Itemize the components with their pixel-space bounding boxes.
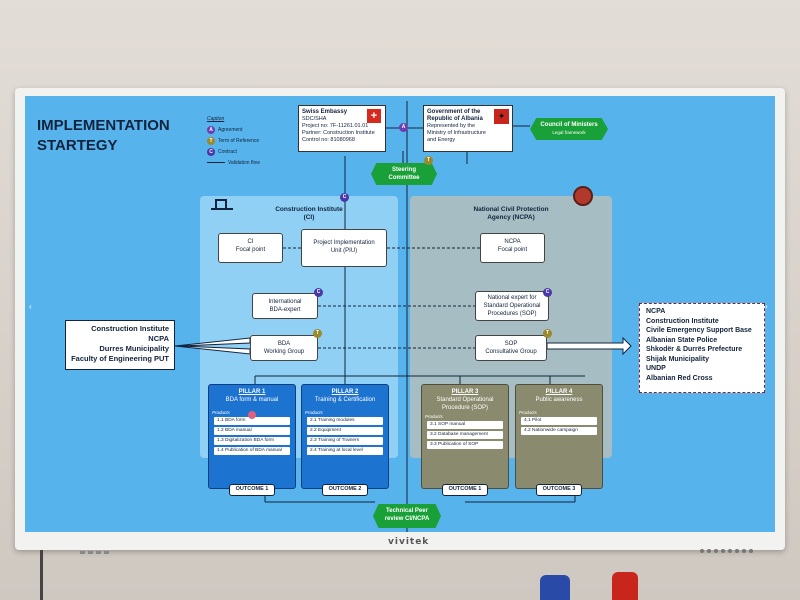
product-item: 4.2 Nationwide campaign (521, 427, 597, 435)
product-item: 1.2 BDA manual (214, 427, 290, 435)
council-of-ministers: Council of Ministers Legal framework (530, 118, 608, 140)
agreement-marker: A (399, 123, 408, 132)
pillar-1-badge-icon (248, 411, 256, 419)
stakeholder-item: Albanian State Police (646, 336, 718, 344)
piu-box: Project Implementation Unit (PIU) (301, 229, 387, 267)
arrow-icon (207, 162, 225, 164)
pillar-4: PILLAR 4 Public awareness Products 4.1 P… (515, 384, 603, 489)
sop-expert-box: National expert for Standard Operational… (475, 291, 549, 321)
outcome-badge: OUTCOME 2 (322, 484, 368, 496)
product-item: 3.3 Publication of SOP (427, 441, 503, 449)
contract-icon: C (207, 147, 215, 156)
connector-lines (174, 101, 632, 532)
government-box: Government of the Republic of Albania Re… (423, 105, 513, 152)
ci-focal-point: CI Focal point (218, 233, 283, 263)
outcome-badge: OUTCOME 1 (229, 484, 275, 496)
ci-logo-icon (211, 194, 233, 210)
stakeholder-item: Shijak Municipality (646, 355, 710, 363)
stakeholder-item: Construction Institute (91, 324, 169, 333)
bda-expert-box: International BDA-expert (252, 293, 318, 319)
stakeholder-item: Faculty of Engineering PUT (71, 354, 169, 363)
sop-stakeholders-box: NCPA Construction Institute Civile Emerg… (639, 303, 765, 393)
agreement-icon: A (207, 125, 215, 134)
tor-marker-sop-group: T (543, 329, 552, 338)
stakeholder-item: Durres Municipality (99, 344, 169, 353)
sop-consultative-group: SOP Consultative Group (475, 335, 547, 361)
stakeholder-item: Albanian Red Cross (646, 374, 713, 382)
stakeholder-item: Shkodër & Durrës Prefecture (646, 346, 743, 353)
next-slide-icon[interactable]: › (765, 302, 768, 311)
ncpa-logo-icon (573, 186, 593, 206)
product-item: 1.1 BDA form (214, 417, 290, 425)
outcome-badge: OUTCOME 3 (536, 484, 582, 496)
tv-buttons (700, 540, 760, 553)
contract-marker-sop-expert: C (543, 288, 552, 297)
product-item: 1.3 Digitalization BDA form (214, 437, 290, 445)
product-item: 4.1 Pilot (521, 417, 597, 425)
stakeholder-item: NCPA (148, 334, 169, 343)
stakeholder-item: UNDP (646, 365, 666, 372)
tor-icon: T (207, 136, 215, 145)
stakeholder-item: Construction Institute (646, 317, 719, 325)
technical-peer-review: Technical Peer review CI/NCPA (373, 504, 441, 528)
bda-stakeholders-box: Construction Institute NCPA Durres Munic… (65, 320, 175, 370)
pillar-1: PILLAR 1 BDA form & manual Products 1.1 … (208, 384, 296, 489)
stakeholder-item: NCPA (646, 308, 666, 315)
product-item: 2.4 Training at local level (307, 447, 383, 455)
steering-committee: Steering Committee (371, 163, 437, 185)
slide-title: IMPLEMENTATION STARTEGY (37, 117, 170, 154)
eu-flag (540, 575, 570, 600)
contract-marker-ci: C (340, 193, 349, 202)
stakeholder-item: Civile Emergency Support Base (646, 327, 752, 334)
bda-working-group: BDA Working Group (250, 335, 318, 361)
pillar-3: PILLAR 3 Standard Operational Procedure … (421, 384, 509, 489)
product-item: 3.2 Database management (427, 431, 503, 439)
product-item: 2.1 Training modules (307, 417, 383, 425)
prev-slide-icon[interactable]: ‹ (29, 302, 32, 311)
pillar-2: PILLAR 2 Training & Certification Produc… (301, 384, 389, 489)
tv-brand-logo: vivitek (388, 537, 430, 547)
tor-marker-steering: T (424, 156, 433, 165)
ncpa-focal-point: NCPA Focal point (480, 233, 545, 263)
presentation-slide: ‹ › Construction Institute (CI) National… (25, 96, 775, 532)
albania-eagle-icon: ✦ (494, 109, 509, 124)
contract-marker-bda-expert: C (314, 288, 323, 297)
tv-indicator-left (80, 541, 130, 554)
tor-marker-bda-group: T (313, 329, 322, 338)
product-item: 2.3 Training of Trainers (307, 437, 383, 445)
albania-flag (612, 572, 638, 600)
swiss-cross-icon: + (367, 109, 381, 123)
ci-panel-title: Construction Institute (CI) (275, 206, 343, 221)
product-item: 1.4 Publication of BDA manual (214, 447, 290, 455)
product-item: 3.1 SOP manual (427, 421, 503, 429)
product-item: 2.2 Equipment (307, 427, 383, 435)
outcome-badge: OUTCOME 1 (442, 484, 488, 496)
legend-validation: Validation flow (207, 158, 260, 169)
tv-cable (40, 550, 43, 600)
ncpa-panel-title: National Civil Protection Agency (NCPA) (473, 206, 549, 221)
swiss-embassy-box: Swiss Embassy SDC/SHA Project no: 7F-112… (298, 105, 386, 152)
